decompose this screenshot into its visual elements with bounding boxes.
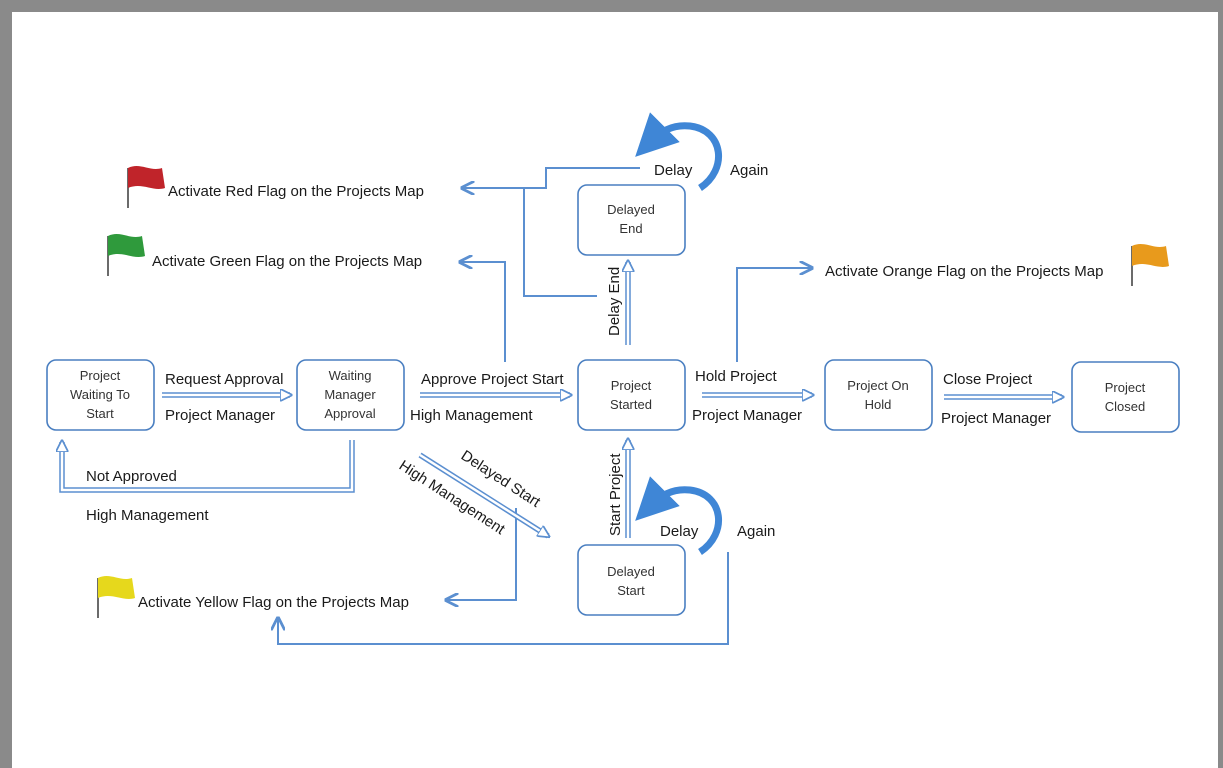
high-management-label-2: High Management — [86, 507, 209, 524]
delay-label-bottom: Delay — [660, 523, 699, 540]
green-flag: Activate Green Flag on the Projects Map — [107, 234, 422, 276]
not-approved-label: Not Approved — [86, 468, 177, 485]
node-label-line: Project On — [847, 378, 908, 393]
node-label-line: Hold — [865, 397, 892, 412]
orange-flag-icon — [1132, 244, 1169, 267]
project-manager-label-2: Project Manager — [692, 407, 802, 424]
green-flag-icon — [108, 234, 145, 257]
node-label-line: Started — [610, 397, 652, 412]
node-label-line: Delayed — [607, 564, 655, 579]
green-flag-label: Activate Green Flag on the Projects Map — [152, 253, 422, 270]
connectors — [278, 167, 812, 645]
start-project-label: Start Project — [607, 453, 624, 536]
yellow-flag-icon — [98, 576, 135, 599]
node-waiting-manager-approval: Waiting Manager Approval — [296, 359, 405, 431]
delay-again-curl-bottom — [635, 476, 723, 555]
node-label-line: Project — [611, 378, 652, 393]
red-flag-label: Activate Red Flag on the Projects Map — [168, 183, 424, 200]
red-flag-icon — [128, 166, 165, 189]
again-label-bottom: Again — [737, 523, 775, 540]
node-label-line: Delayed — [607, 202, 655, 217]
transition-arrows — [62, 262, 1062, 538]
request-approval-label: Request Approval — [165, 371, 283, 388]
not-approved-arrow — [62, 440, 354, 492]
delayed-start-arrow — [419, 453, 548, 536]
delay-end-label: Delay End — [606, 267, 623, 336]
project-manager-label-1: Project Manager — [165, 407, 275, 424]
node-label-line: Start — [617, 583, 645, 598]
orange-flag-connector — [736, 268, 812, 362]
node-label-line: Waiting — [329, 368, 372, 383]
delay-again-curl-top — [635, 112, 723, 191]
again-label-top: Again — [730, 162, 768, 179]
red-flag-connector — [462, 167, 640, 188]
red-flag: Activate Red Flag on the Projects Map — [127, 166, 424, 208]
yellow-flag: Activate Yellow Flag on the Projects Map — [97, 576, 409, 618]
hold-project-label: Hold Project — [695, 368, 778, 385]
node-waiting-to-start: Project Waiting To Start — [46, 359, 155, 431]
node-label-line: Closed — [1105, 399, 1145, 414]
node-project-on-hold: Project On Hold — [824, 359, 933, 431]
delay-again-to-map-connector — [278, 552, 729, 645]
node-delayed-end: Delayed End — [577, 184, 686, 256]
node-delayed-start: Delayed Start — [577, 544, 686, 616]
yellow-flag-connector — [446, 508, 517, 600]
node-label-line: Manager — [324, 387, 376, 402]
approve-project-start-label: Approve Project Start — [421, 371, 564, 388]
green-flag-connector — [460, 262, 506, 362]
yellow-flag-label: Activate Yellow Flag on the Projects Map — [138, 594, 409, 611]
close-project-label: Close Project — [943, 371, 1033, 388]
edge-labels: Request Approval Project Manager Approve… — [86, 162, 1051, 540]
project-manager-label-3: Project Manager — [941, 410, 1051, 427]
node-project-closed: Project Closed — [1071, 361, 1180, 433]
node-label-line: End — [619, 221, 642, 236]
node-label-line: Approval — [324, 406, 375, 421]
node-label-line: Start — [86, 406, 114, 421]
orange-flag-label: Activate Orange Flag on the Projects Map — [825, 263, 1103, 280]
node-label-line: Project — [1105, 380, 1146, 395]
orange-flag: Activate Orange Flag on the Projects Map — [825, 244, 1169, 286]
delay-end-to-map-connector — [523, 188, 597, 297]
node-label-line: Waiting To — [70, 387, 130, 402]
node-label-line: Project — [80, 368, 121, 383]
node-project-started: Project Started — [577, 359, 686, 431]
high-management-label-1: High Management — [410, 407, 533, 424]
delay-label-top: Delay — [654, 162, 693, 179]
